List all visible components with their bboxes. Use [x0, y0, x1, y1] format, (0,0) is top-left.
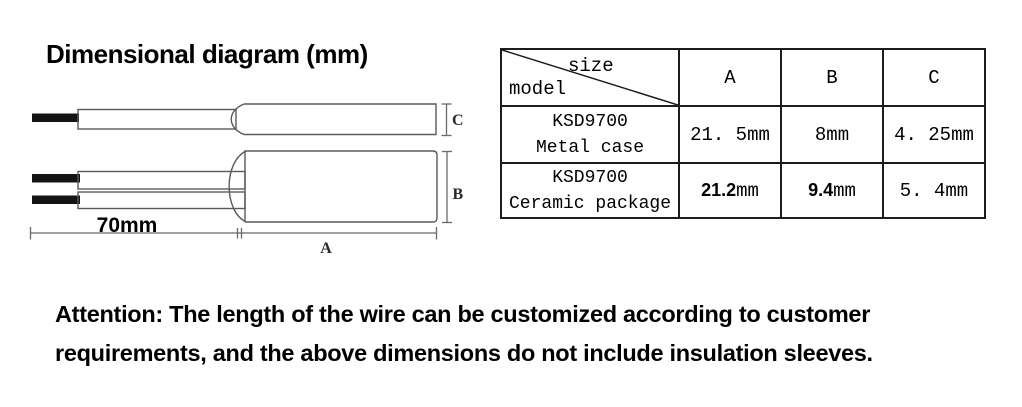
thermostat-body: [244, 150, 438, 223]
cell-b: 8mm: [780, 105, 884, 164]
model-name: KSD9700: [552, 167, 628, 188]
cell-c: 5. 4mm: [882, 162, 986, 219]
model-variant: Ceramic package: [508, 193, 672, 214]
thermostat-body: [244, 103, 437, 136]
insulation-sleeve-1: [77, 170, 246, 190]
model-cell: KSD9700 Ceramic package: [500, 162, 680, 219]
body-end-cap: [230, 103, 245, 136]
cell-b: 9.4mm: [780, 162, 884, 219]
cell-a: 21. 5mm: [678, 105, 782, 164]
wire-2: [32, 195, 80, 204]
dim-a-label: A: [320, 240, 332, 257]
cell-a: 21.2mm: [678, 162, 782, 219]
attention-line-1: Attention: The length of the wire can be…: [55, 301, 871, 327]
size-table: size model A B C KSD9700 Metal case 21. …: [500, 48, 986, 219]
column-header-c: C: [882, 48, 986, 107]
dimensional-diagram: C B 70mm: [29, 103, 464, 257]
model-variant: Metal case: [535, 137, 645, 158]
body-end-cap: [228, 150, 247, 223]
dim-c-label: C: [452, 112, 464, 129]
attention-line-2: requirements, and the above dimensions d…: [55, 340, 873, 366]
wire: [32, 113, 79, 122]
dim-horizontal: 70mm A: [29, 214, 438, 257]
diagonal-divider: [503, 51, 677, 104]
table-corner-cell: size model: [500, 48, 680, 107]
page-title: Dimensional diagram (mm): [46, 39, 368, 69]
bottom-view: B 70mm A: [29, 150, 464, 257]
insulation-sleeve-2: [77, 191, 246, 210]
wire-1: [32, 174, 80, 183]
dim-c: C: [441, 103, 464, 137]
cell-c: 4. 25mm: [882, 105, 986, 164]
insulation-sleeve: [77, 108, 237, 130]
dim-b-label: B: [453, 186, 464, 203]
table-row-metal-case: KSD9700 Metal case 21. 5mm 8mm 4. 25mm: [500, 105, 986, 164]
corner-model-label: model: [509, 78, 567, 100]
attention-note: Attention: The length of the wire can be…: [55, 295, 873, 373]
column-header-b: B: [780, 48, 884, 107]
model-name: KSD9700: [552, 111, 628, 132]
corner-size-label: size: [568, 55, 614, 77]
wire-length-label: 70mm: [97, 214, 158, 237]
table-row-ceramic-package: KSD9700 Ceramic package 21.2mm 9.4mm 5. …: [500, 162, 986, 219]
model-cell: KSD9700 Metal case: [500, 105, 680, 164]
top-view: C: [32, 103, 464, 137]
dim-b: B: [442, 150, 464, 224]
column-header-a: A: [678, 48, 782, 107]
table-header-row: size model A B C: [500, 48, 986, 107]
